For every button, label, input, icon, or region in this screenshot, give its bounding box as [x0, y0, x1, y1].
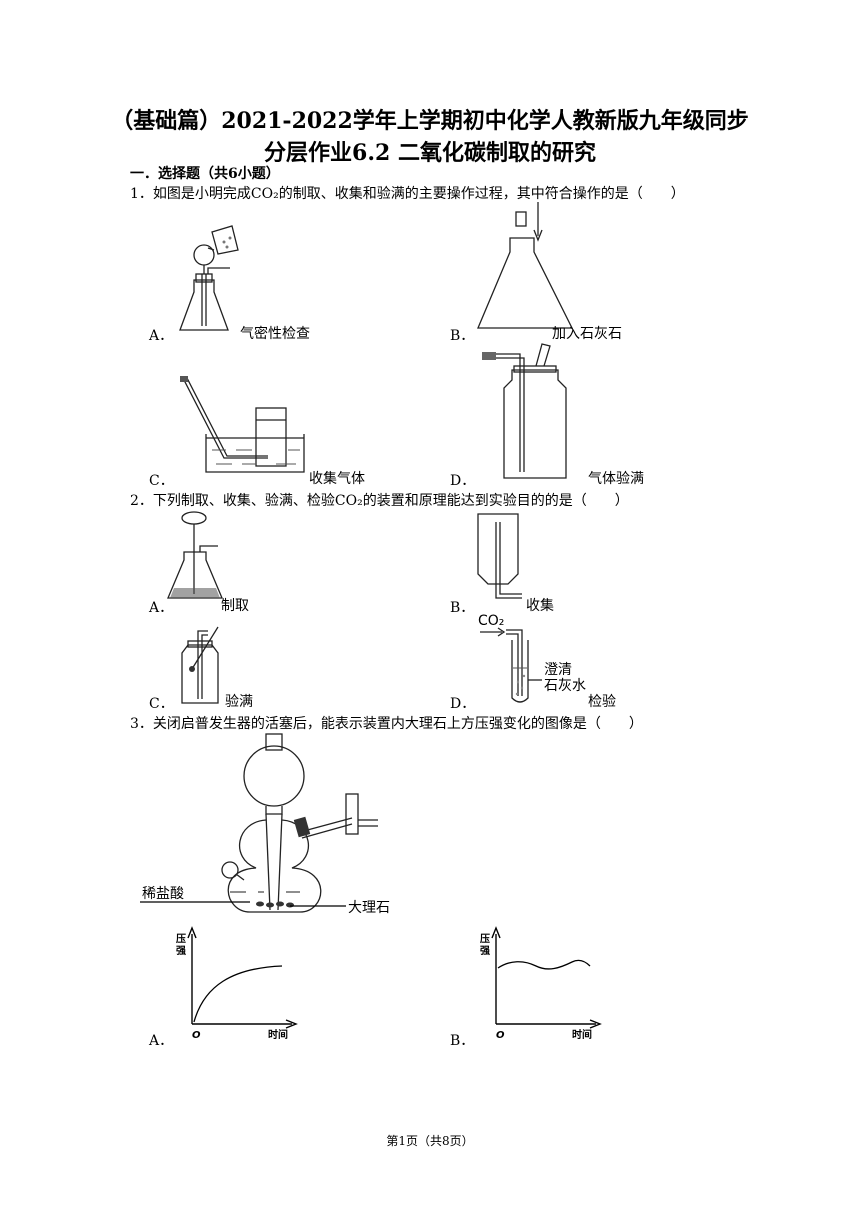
page-footer: 第1页（共8页） — [386, 1134, 474, 1148]
page-title-line2: 分层作业6.2 二氧化碳制取的研究 — [264, 140, 596, 166]
page-title-line1: （基础篇）2021-2022学年上学期初中化学人教新版九年级同步 — [111, 108, 749, 134]
q3-graph-a-ylabel-1: 压 — [176, 933, 186, 945]
q1-option-d-label: D． — [450, 473, 476, 489]
q1-option-b-caption: 加入石灰石 — [552, 326, 622, 342]
question-3-stem: 3．关闭启普发生器的活塞后，能表示装置内大理石上方压强变化的图像是（ ） — [130, 716, 643, 732]
q2-gas-label: CO₂ — [478, 613, 504, 629]
q2-option-c-label: C． — [149, 696, 174, 712]
q3-graph-b-ylabel-1: 压 — [480, 933, 490, 945]
q2-figure-a — [167, 511, 223, 599]
q2-option-a-caption: 制取 — [221, 598, 249, 614]
q2-reagent-line2: 石灰水 — [544, 678, 586, 694]
q1-figure-b — [477, 202, 574, 329]
q2-option-d-caption: 检验 — [588, 694, 616, 710]
q2-option-b-label: B． — [450, 600, 475, 616]
q3-graph-a-origin: O — [192, 1030, 201, 1041]
q1-option-c-label: C． — [149, 473, 174, 489]
q1-option-d-caption: 气体验满 — [588, 471, 644, 487]
q3-graph-b-ylabel-2: 强 — [480, 945, 490, 957]
q2-option-a-label: A． — [149, 600, 174, 616]
q2-option-c-caption: 验满 — [225, 694, 253, 710]
question-1-stem: 1．如图是小明完成CO₂的制取、收集和验满的主要操作过程，其中符合操作的是（ ） — [130, 186, 685, 202]
q1-figure-d — [482, 343, 567, 479]
q1-option-c-caption: 收集气体 — [309, 471, 365, 487]
q3-graph-a-xlabel: 时间 — [268, 1028, 288, 1041]
q1-figure-a — [179, 225, 239, 331]
q3-option-b-label: B． — [450, 1033, 475, 1049]
q3-graph-b-curve — [497, 959, 591, 970]
q3-kipp-generator-figure: 稀盐酸 大理石 — [140, 733, 390, 916]
q2-figure-b — [477, 513, 522, 599]
q2-figure-d: CO₂ 澄清 石灰水 — [478, 613, 586, 703]
q3-graph-a: 压 强 O 时间 — [176, 926, 298, 1041]
q3-graph-a-ylabel-2: 强 — [176, 945, 186, 957]
question-2-stem: 2．下列制取、收集、验满、检验CO₂的装置和原理能达到实验目的的是（ ） — [130, 493, 629, 509]
q3-marble-label: 大理石 — [348, 900, 390, 916]
q2-reagent-line1: 澄清 — [544, 662, 572, 678]
q2-option-d-label: D． — [450, 696, 476, 712]
q3-acid-label: 稀盐酸 — [142, 886, 184, 902]
q2-option-b-caption: 收集 — [526, 598, 554, 614]
q2-figure-c — [181, 626, 219, 704]
q3-graph-a-curve — [193, 965, 283, 1023]
q1-figure-c — [180, 376, 305, 473]
q3-graph-b-xlabel: 时间 — [572, 1028, 592, 1041]
section-heading: 一．选择题（共6小题） — [130, 166, 280, 182]
q3-graph-b-origin: O — [496, 1030, 505, 1041]
q1-option-a-caption: 气密性检查 — [240, 326, 310, 342]
q1-option-b-label: B． — [450, 328, 475, 344]
q1-option-a-label: A． — [149, 328, 174, 344]
q3-option-a-label: A． — [149, 1033, 174, 1049]
q3-graph-b: 压 强 O 时间 — [480, 926, 602, 1041]
